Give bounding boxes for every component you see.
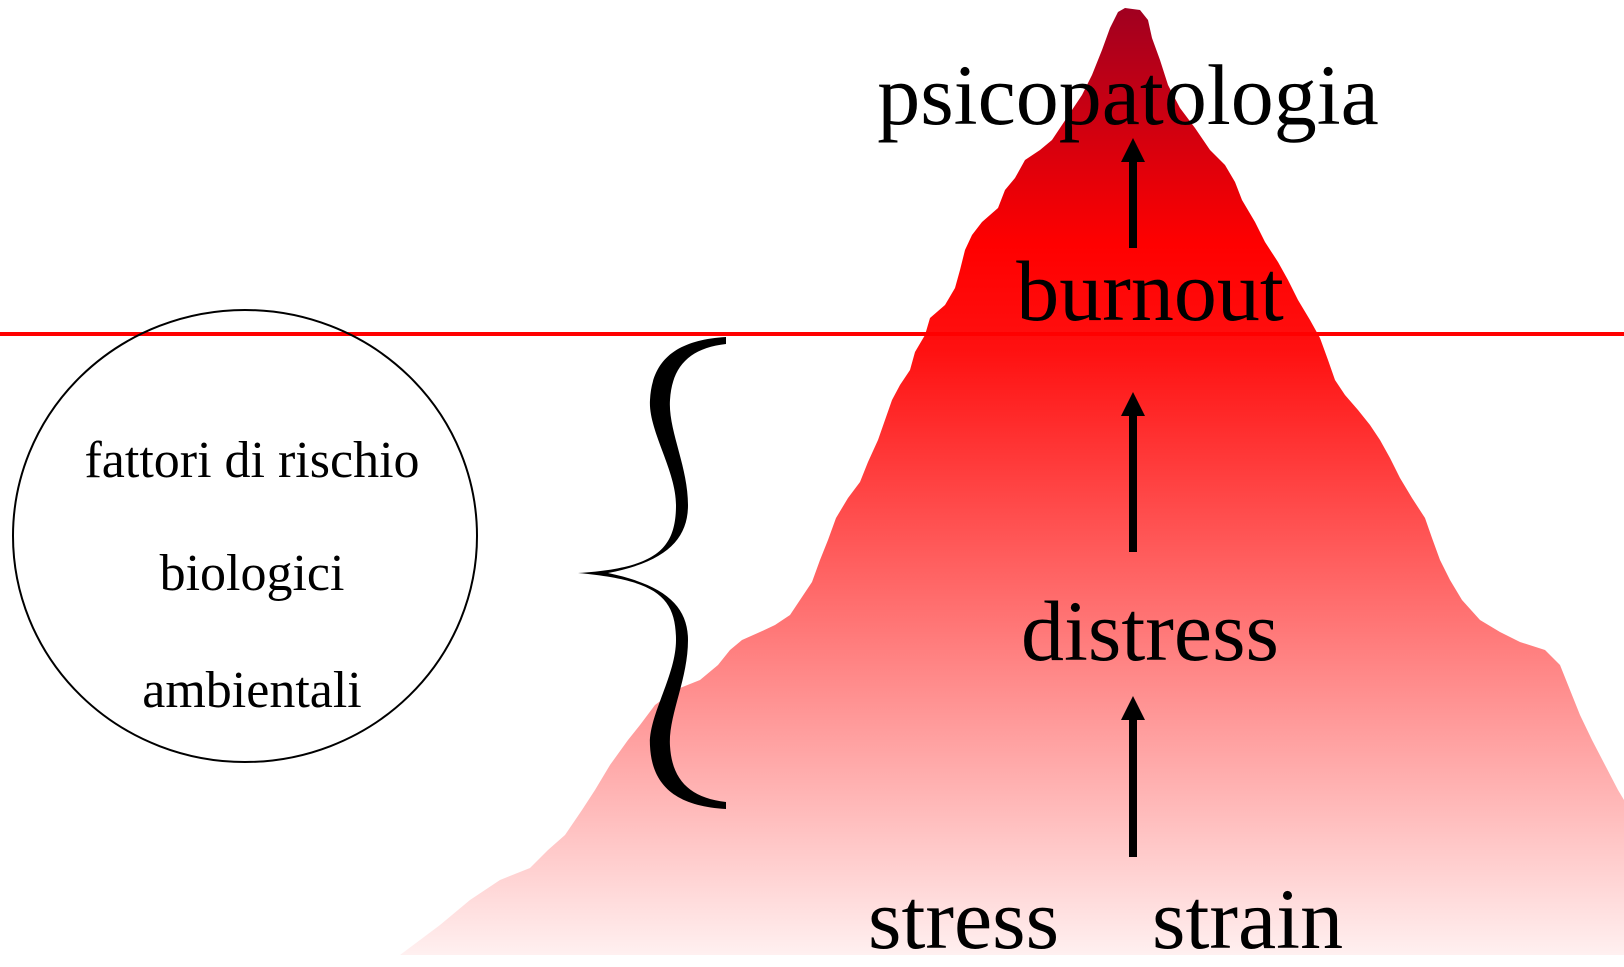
label-distress: distress (1021, 588, 1279, 674)
iceberg-shape (400, 8, 1624, 955)
label-strain: strain (1152, 876, 1343, 962)
risk-factors-title: fattori di rischio (84, 435, 419, 487)
label-psicopatologia: psicopatologia (877, 52, 1379, 138)
label-burnout: burnout (1016, 248, 1284, 334)
label-stress: stress (868, 876, 1059, 962)
risk-factor-biologici: biologici (160, 548, 345, 600)
risk-factor-ambientali: ambientali (142, 665, 361, 717)
